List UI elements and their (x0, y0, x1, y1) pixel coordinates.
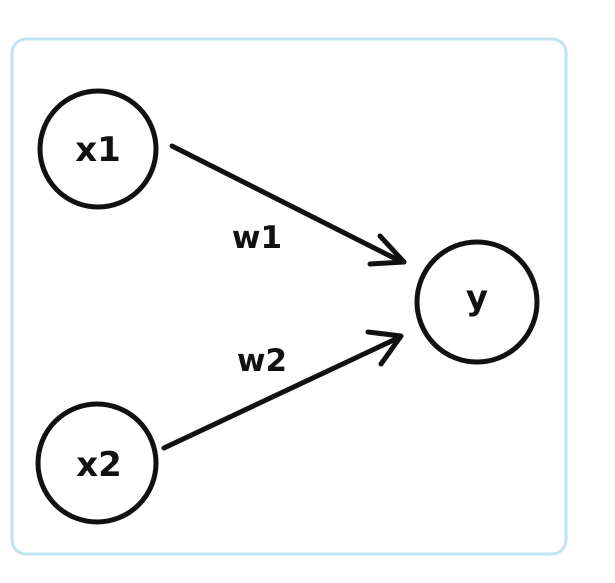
arrowhead-icon (367, 233, 407, 267)
node-x2: x2 (35, 401, 159, 525)
node-x2-label: x2 (76, 445, 122, 485)
edge-x1-to-y (169, 143, 407, 267)
node-x1-label: x1 (75, 130, 121, 170)
edge-x2-to-y (161, 329, 404, 451)
node-x2-circle (35, 401, 159, 525)
arrowhead-icon (365, 329, 404, 367)
node-y-label: y (466, 278, 488, 318)
node-y-circle (414, 239, 540, 365)
node-y: y (414, 239, 540, 365)
edge-line-w1 (169, 143, 405, 265)
edge-label-w2: w2 (237, 343, 287, 379)
node-x1: x1 (37, 88, 159, 210)
node-x1-circle (37, 88, 159, 210)
edge-line-w2 (161, 334, 403, 451)
edge-label-w1: w1 (232, 220, 282, 256)
